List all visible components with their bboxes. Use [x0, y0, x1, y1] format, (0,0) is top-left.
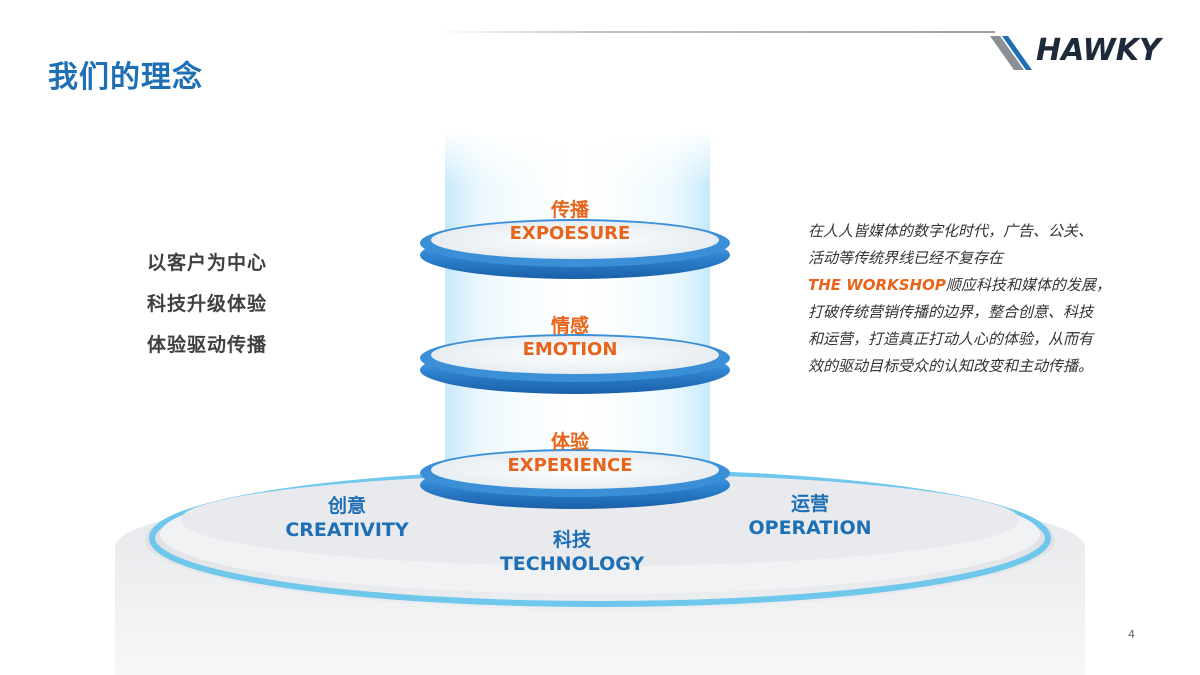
- logo-stripe-blue: [1002, 36, 1032, 70]
- workshop-highlight: THE WORKSHOP: [808, 276, 946, 294]
- principles-list: 以客户为中心 科技升级体验 体验驱动传播: [147, 243, 267, 366]
- stage-emotion: 情感 EMOTION: [490, 314, 650, 362]
- ring-exposure: [420, 219, 730, 279]
- ring-emotion: [420, 334, 730, 394]
- stage-emotion-cn: 情感: [550, 315, 589, 337]
- stage-experience-en: EXPERIENCE: [507, 455, 633, 476]
- stage-emotion-en: EMOTION: [522, 339, 618, 360]
- description-line: 在人人皆媒体的数字化时代，广告、公关、: [808, 222, 1094, 240]
- base-technology-cn: 科技: [552, 529, 591, 551]
- principle-item: 科技升级体验: [147, 293, 268, 315]
- base-inner-raised: [180, 474, 1020, 566]
- stage-exposure: 传播 EXPOESURE: [490, 198, 650, 246]
- description-line: 和运营，打造真正打动人心的体验，从而有: [808, 330, 1094, 348]
- base-operation-cn: 运营: [790, 493, 829, 515]
- logo-stripe-grey: [990, 36, 1024, 70]
- base-technology: 科技 TECHNOLOGY: [480, 528, 664, 576]
- stage-experience-cn: 体验: [550, 431, 589, 453]
- page-title: 我们的理念: [48, 60, 203, 95]
- header-divider: [435, 31, 995, 33]
- description-line: 顺应科技和媒体的发展，: [945, 276, 1111, 294]
- description-text: 在人人皆媒体的数字化时代，广告、公关、 活动等传统界线已经不复存在 THE WO…: [808, 218, 1153, 380]
- base-operation: 运营 OPERATION: [735, 492, 885, 540]
- principle-item: 体验驱动传播: [147, 334, 268, 356]
- base-creativity: 创意 CREATIVITY: [272, 494, 422, 542]
- stage-exposure-en: EXPOESURE: [509, 223, 631, 244]
- stage-exposure-cn: 传播: [550, 199, 589, 221]
- base-operation-en: OPERATION: [748, 517, 872, 539]
- description-line: 活动等传统界线已经不复存在: [808, 249, 1004, 267]
- page-number: 4: [1128, 628, 1135, 641]
- ring-experience: [420, 449, 730, 509]
- stage-experience: 体验 EXPERIENCE: [490, 430, 650, 478]
- description-line: 打破传统营销传播的边界，整合创意、科技: [808, 303, 1094, 321]
- base-creativity-en: CREATIVITY: [285, 519, 409, 541]
- logo-text: HAWKY: [1036, 33, 1164, 68]
- principle-item: 以客户为中心: [147, 252, 268, 274]
- base-technology-en: TECHNOLOGY: [499, 553, 645, 575]
- description-line: 效的驱动目标受众的认知改变和主动传播。: [808, 357, 1094, 375]
- base-creativity-cn: 创意: [327, 495, 366, 517]
- hawky-logo: HAWKY: [990, 33, 1164, 70]
